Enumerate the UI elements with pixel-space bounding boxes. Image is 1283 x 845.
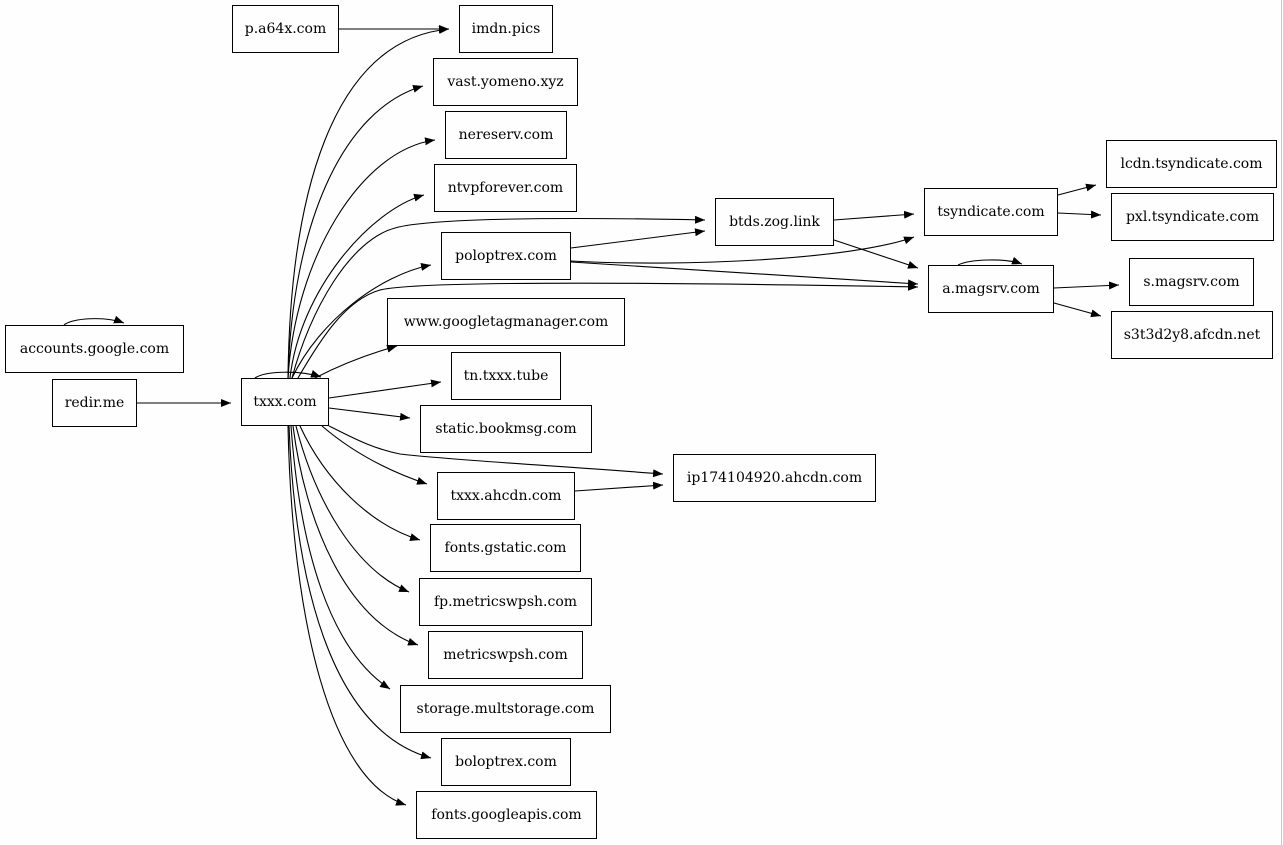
- node-a-magsrv-com: a.magsrv.com: [928, 265, 1054, 313]
- edge-poloptrex-com-to-a-magsrv-com: [570, 261, 919, 288]
- node-fonts-gstatic-com: fonts.gstatic.com: [430, 524, 581, 572]
- edge-txxx-com-to-poloptrex-com: [291, 263, 432, 379]
- edge-accounts-google-com-to-accounts-google-com: [63, 315, 125, 326]
- edge-poloptrex-com-to-btds-zog-link: [570, 228, 706, 249]
- node-vast-yomeno-xyz: vast.yomeno.xyz: [433, 58, 578, 106]
- edge-txxx-com-to-fonts-googleapis-com: [287, 425, 407, 806]
- node-static-bookmsg-com: static.bookmsg.com: [420, 405, 592, 453]
- edge-txxx-com-to-fp-metricswpsh-com: [295, 425, 410, 593]
- node-btds-zog-link: btds.zog.link: [715, 198, 834, 246]
- node-accounts-google-com: accounts.google.com: [5, 325, 184, 373]
- edge-txxx-com-to-fonts-gstatic-com: [299, 425, 421, 541]
- node-poloptrex-com: poloptrex.com: [441, 232, 571, 280]
- node-s3t3d2y8-afcdn-net: s3t3d2y8.afcdn.net: [1111, 311, 1273, 359]
- edge-txxx-com-to-ntvpforever-com: [289, 193, 425, 379]
- edge-txxx-com-to-static-bookmsg-com: [328, 407, 411, 421]
- node-txxx-com: txxx.com: [241, 378, 329, 426]
- node-fp-metricswpsh-com: fp.metricswpsh.com: [419, 578, 592, 626]
- node-ntvpforever-com: ntvpforever.com: [434, 164, 577, 212]
- node-www-googletagmanager-com: www.googletagmanager.com: [387, 298, 625, 346]
- node-tn-txxx-tube: tn.txxx.tube: [451, 352, 561, 400]
- node-storage-multstorage-com: storage.multstorage.com: [400, 685, 611, 733]
- node-tsyndicate-com: tsyndicate.com: [924, 188, 1058, 236]
- node-redir-me: redir.me: [52, 379, 137, 427]
- edge-tsyndicate-com-to-pxl-tsyndicate-com: [1057, 210, 1102, 219]
- node-boloptrex-com: boloptrex.com: [441, 738, 571, 786]
- edge-txxx-com-to-txxx-ahcdn-com: [321, 425, 428, 485]
- node-p-a64x-com: p.a64x.com: [232, 5, 339, 53]
- node-fonts-googleapis-com: fonts.googleapis.com: [416, 791, 597, 839]
- node-pxl-tsyndicate-com: pxl.tsyndicate.com: [1111, 193, 1274, 241]
- right-border: [1281, 0, 1282, 845]
- node-txxx-ahcdn-com: txxx.ahcdn.com: [437, 472, 575, 520]
- edge-btds-zog-link-to-tsyndicate-com: [833, 210, 915, 221]
- edge-a-magsrv-com-to-a-magsrv-com: [957, 256, 1023, 266]
- edge-a-magsrv-com-to-s3t3d2y8-afcdn-net: [1053, 302, 1102, 318]
- node-nereserv-com: nereserv.com: [445, 111, 567, 159]
- edge-txxx-com-to-nereserv-com: [287, 137, 436, 379]
- edge-a-magsrv-com-to-s-magsrv-com: [1053, 281, 1120, 290]
- edge-txxx-com-to-a-magsrv-com: [297, 282, 919, 379]
- edge-txxx-com-to-btds-zog-link: [291, 215, 706, 379]
- node-metricswpsh-com: metricswpsh.com: [428, 631, 583, 679]
- edge-txxx-com-to-imdn-pics: [287, 25, 450, 379]
- edge-txxx-com-to-boloptrex-com: [288, 425, 432, 760]
- edge-tsyndicate-com-to-lcdn-tsyndicate-com: [1057, 183, 1097, 196]
- node-s-magsrv-com: s.magsrv.com: [1129, 258, 1254, 306]
- node-lcdn-tsyndicate-com: lcdn.tsyndicate.com: [1106, 140, 1277, 188]
- edge-txxx-ahcdn-com-to-ip174104920-ahcdn-com: [574, 481, 664, 492]
- edge-txxx-com-to-vast-yomeno-xyz: [287, 84, 424, 379]
- edge-txxx-com-to-metricswpsh-com: [292, 425, 419, 646]
- node-imdn-pics: imdn.pics: [459, 5, 553, 53]
- node-ip174104920-ahcdn-com: ip174104920.ahcdn.com: [673, 454, 876, 502]
- edge-poloptrex-com-to-tsyndicate-com: [570, 236, 915, 264]
- edge-txxx-com-to-ip174104920-ahcdn-com: [328, 425, 664, 478]
- edge-txxx-com-to-www-googletagmanager-com: [314, 344, 398, 379]
- edge-txxx-com-to-txxx-com: [254, 370, 322, 379]
- edge-txxx-com-to-tn-txxx-tube: [328, 379, 442, 399]
- edge-btds-zog-link-to-a-magsrv-com: [833, 239, 919, 269]
- edge-txxx-com-to-storage-multstorage-com: [290, 425, 391, 690]
